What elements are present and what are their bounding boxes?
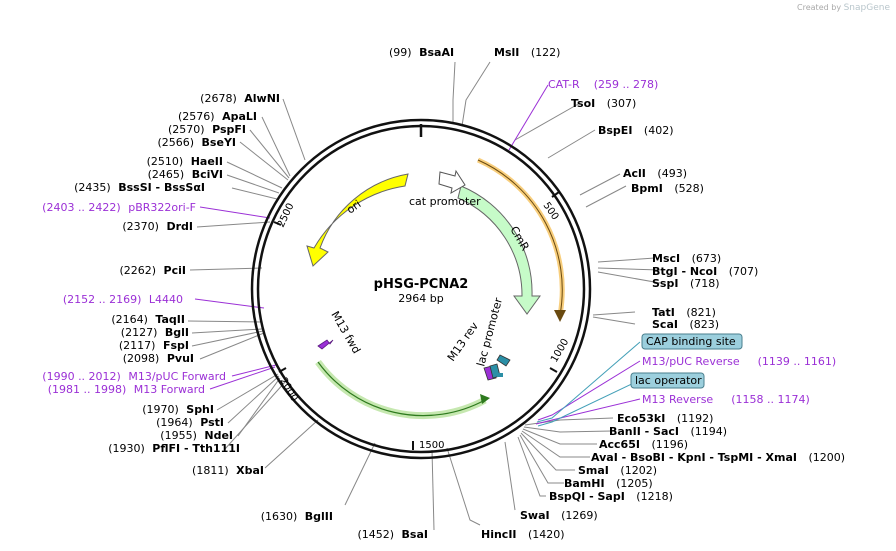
site-scai: ScaI (823) xyxy=(652,318,719,331)
tick-label-1500: 1500 xyxy=(419,440,444,451)
site-pflfi-tth111i: (1930) PflFI - Tth111I xyxy=(108,442,240,455)
site-tati: TatI (821) xyxy=(652,306,716,319)
site-bglii: (1630) BglII xyxy=(261,510,333,523)
tick-label-2000: 2000 xyxy=(277,376,299,404)
tick-label-2500: 2500 xyxy=(276,202,297,230)
feature-label-m13-fwd: M13 fwd xyxy=(328,309,363,356)
primer-m13-puc-reverse: M13/pUC Reverse(1139 .. 1161) xyxy=(642,355,836,368)
site-bgli: (2127) BglI xyxy=(121,326,189,339)
primer-m13-forward: (1981 .. 1998) M13 Forward xyxy=(48,383,205,396)
primer-m13-puc-forward: (1990 .. 2012) M13/pUC Forward xyxy=(42,370,226,383)
site-bsai: (1452) BsaI xyxy=(357,528,428,541)
site-acli: AclI (493) xyxy=(623,167,687,180)
site-bseyi: (2566) BseYI xyxy=(157,136,236,149)
lac-operator-label: lac operator xyxy=(635,374,702,387)
site-alwni: (2678) AlwNI xyxy=(200,92,280,105)
site-bsssi-bsssai: (2435) BssSI - BssSαI xyxy=(74,181,205,194)
ori-arrow xyxy=(306,173,409,267)
leader-lines xyxy=(187,61,661,531)
site-bpmi: BpmI (528) xyxy=(631,182,704,195)
snapgene-logo: SnapGene xyxy=(843,3,890,13)
m13-fwd-primer-mark xyxy=(317,339,334,350)
site-pvui: (2098) PvuI xyxy=(123,352,194,365)
site-xbai: (1811) XbaI xyxy=(192,464,264,477)
cat-promoter-arrow xyxy=(438,169,466,194)
site-haeii: (2510) HaeII xyxy=(147,155,223,168)
watermark: Created by SnapGene xyxy=(797,3,890,13)
site-bsaai: (99) BsaAI xyxy=(389,46,454,59)
lac-promoter-mark xyxy=(496,354,511,367)
site-fspi: (2117) FspI xyxy=(119,339,189,352)
site-sphi: (1970) SphI xyxy=(142,403,214,416)
site-btgi-ncoi: BtgI - NcoI (707) xyxy=(652,265,758,278)
m13-fwd-region xyxy=(315,359,487,420)
cmr-arrow xyxy=(457,185,541,315)
cap-site-mark xyxy=(497,373,503,377)
site-bcivi: (2465) BciVI xyxy=(148,168,223,181)
primer-m13-reverse: M13 Reverse(1158 .. 1174) xyxy=(642,393,810,406)
plasmid-name: pHSG-PCNA2 xyxy=(374,277,469,292)
tick-marks xyxy=(273,191,560,450)
site-eco53ki: Eco53kI (1192) xyxy=(617,412,713,425)
site-avai-group: AvaI - BsoBI - KpnI - TspMI - XmaI (1200… xyxy=(591,451,845,464)
site-pspfi: (2570) PspFI xyxy=(168,123,246,136)
primer-pbr322ori-f: (2403 .. 2422) pBR322ori-F xyxy=(42,201,196,214)
site-sspi: SspI (718) xyxy=(652,277,720,290)
site-msci: MscI (673) xyxy=(652,252,721,265)
site-acc65i: Acc65I (1196) xyxy=(599,438,688,451)
site-swai: SwaI (1269) xyxy=(520,509,598,522)
site-ndei: (1955) NdeI xyxy=(160,429,233,442)
primer-cat-r: CAT-R(259 .. 278) xyxy=(548,78,658,91)
site-psti: (1964) PstI xyxy=(156,416,224,429)
site-apali: (2576) ApaLI xyxy=(178,110,257,123)
m13-fwd-region-line xyxy=(317,361,486,417)
cat-region-arrowhead xyxy=(554,310,566,322)
plasmid-length: 2964 bp xyxy=(398,292,443,305)
site-msli: MslI (122) xyxy=(494,46,560,59)
cat-region-arc-line xyxy=(477,159,563,316)
backbone-outer xyxy=(250,118,592,460)
site-bspei: BspEI (402) xyxy=(598,124,674,137)
site-tsoi: TsoI (307) xyxy=(571,97,636,110)
site-drdi: (2370) DrdI xyxy=(122,220,193,233)
m13-fwd-arrowhead xyxy=(480,394,490,404)
lac-operator-box xyxy=(630,372,705,389)
box-leaders xyxy=(536,341,641,427)
site-smai: SmaI (1202) xyxy=(578,464,657,477)
site-bspqi-sapi: BspQI - SapI (1218) xyxy=(549,490,673,503)
site-bamhi: BamHI (1205) xyxy=(564,477,653,490)
site-taqii: (2164) TaqII xyxy=(111,313,185,326)
cap-binding-site-box xyxy=(641,333,743,350)
site-pcii: (2262) PciI xyxy=(119,264,186,277)
primer-l4440: (2152 .. 2169) L4440 xyxy=(63,293,183,306)
site-banii-saci: BanII - SacI (1194) xyxy=(609,425,727,438)
site-hincii: HincII (1420) xyxy=(481,528,565,541)
feature-label-cat-promoter: cat promoter xyxy=(409,195,481,208)
cap-binding-site-label: CAP binding site xyxy=(646,335,736,348)
